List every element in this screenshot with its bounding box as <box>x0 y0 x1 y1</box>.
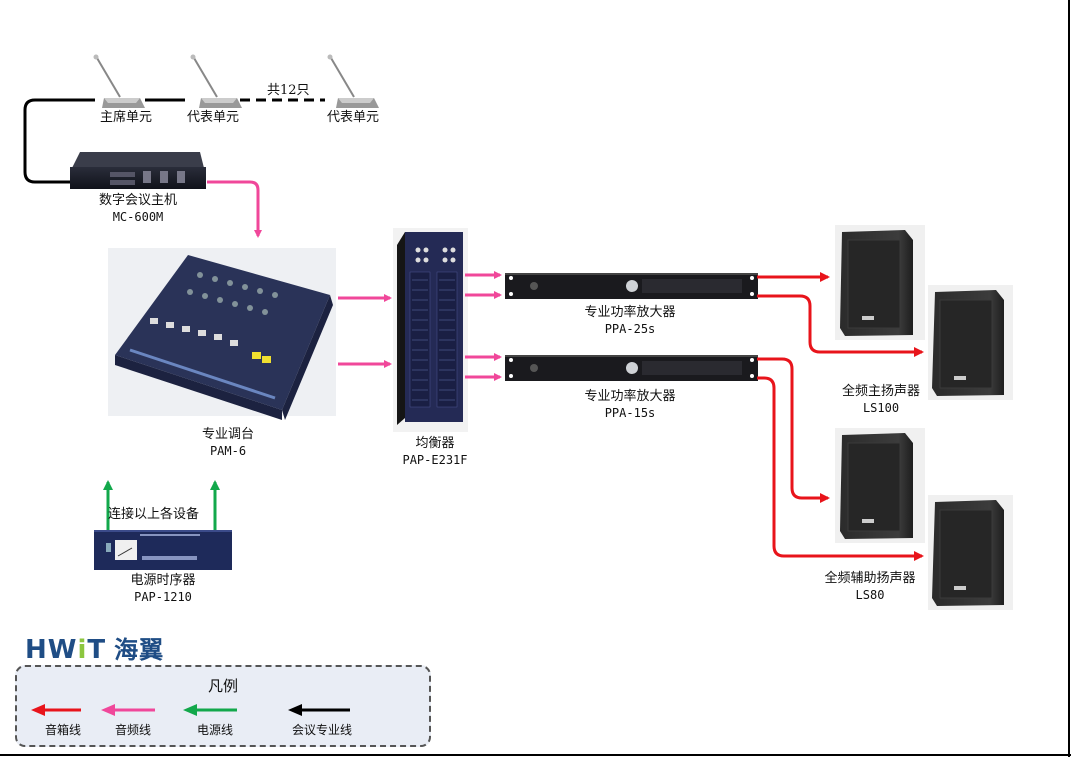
aux-speaker-2 <box>928 495 1013 610</box>
device-model: LS100 <box>862 401 900 415</box>
device-name: 专业调台 <box>201 427 254 442</box>
arrow-left-icon <box>101 704 155 716</box>
logo-text: HW <box>25 635 78 665</box>
legend-box: 凡例 音箱线 音频线 电源线 会议专业线 <box>15 665 431 747</box>
arrow-left-icon <box>31 704 81 716</box>
device-model: MC-600M <box>112 210 164 224</box>
device-model: PPA-15s <box>604 406 656 420</box>
amplifier-ppa-15s-label: 专业功率放大器 PPA-15s <box>570 389 690 421</box>
mixer-label: 专业调台 PAM-6 <box>178 427 278 459</box>
arrow-left-icon <box>288 704 350 716</box>
arrow-left-icon <box>183 704 237 716</box>
mixer-device <box>108 248 336 420</box>
device-model: LS80 <box>855 588 885 602</box>
legend-label: 电源线 <box>196 723 233 737</box>
equalizer-label: 均衡器 PAP-E231F <box>385 436 485 468</box>
device-name: 全频辅助扬声器 <box>824 571 916 586</box>
legend-title: 凡例 <box>207 677 238 695</box>
power-sequencer-device <box>94 530 232 570</box>
legend-item-audio-line: 音频线 <box>93 701 173 741</box>
equalizer-device <box>393 228 468 432</box>
frame-border-right <box>1068 0 1070 757</box>
legend-label: 音频线 <box>114 723 151 737</box>
aux-speaker-1 <box>835 428 925 543</box>
amplifier-ppa-25s-label: 专业功率放大器 PPA-25s <box>570 305 690 337</box>
logo-text-cn: 海翼 <box>114 636 165 664</box>
legend-item-power-line: 电源线 <box>175 701 255 741</box>
main-speakers-label: 全频主扬声器 LS100 <box>826 384 936 416</box>
device-model: PAP-1210 <box>134 590 192 604</box>
device-name: 专业功率放大器 <box>584 389 676 404</box>
device-model: PAP-E231F <box>402 453 468 467</box>
amplifier-ppa-25s-device <box>505 273 758 299</box>
device-name: 均衡器 <box>415 436 455 451</box>
legend-item-conference-line: 会议专业线 <box>272 701 372 741</box>
speaker-line <box>757 357 830 503</box>
conference-host-device <box>70 152 206 189</box>
aux-speakers-label: 全频辅助扬声器 LS80 <box>810 571 930 603</box>
device-model: PPA-25s <box>604 322 656 336</box>
device-model: PAM-6 <box>209 444 247 458</box>
logo-text: T <box>87 635 107 665</box>
device-name: 全频主扬声器 <box>841 384 920 399</box>
chair-unit-microphone <box>93 54 145 108</box>
chair-unit-label: 主席单元 <box>100 110 153 125</box>
device-name: 电源时序器 <box>130 573 196 588</box>
legend-label: 音箱线 <box>44 723 81 737</box>
audio-line <box>207 180 262 238</box>
speaker-line <box>757 376 924 561</box>
speaker-line <box>757 294 924 357</box>
legend-label: 会议专业线 <box>291 723 352 737</box>
amplifier-ppa-15s-device <box>505 355 758 381</box>
power-connect-note: 连接以上各设备 <box>108 507 200 522</box>
delegate-unit-label: 代表单元 <box>327 110 380 125</box>
delegate-unit-microphone <box>327 54 379 108</box>
main-speaker-2 <box>928 285 1013 400</box>
power-sequencer-label: 电源时序器 PAP-1210 <box>113 573 213 605</box>
frame-border-bottom <box>0 754 1071 756</box>
main-speaker-1 <box>835 225 925 340</box>
conference-line <box>23 98 95 184</box>
legend-item-speaker-line: 音箱线 <box>23 701 103 741</box>
conference-host-label: 数字会议主机 MC-600M <box>88 193 188 225</box>
device-name: 数字会议主机 <box>98 193 177 208</box>
delegate-unit-label: 代表单元 <box>187 110 240 125</box>
delegate-count-label: 共12只 <box>267 83 310 98</box>
device-name: 专业功率放大器 <box>584 305 676 320</box>
delegate-unit-microphone <box>190 54 242 108</box>
logo-text: i <box>77 635 88 665</box>
